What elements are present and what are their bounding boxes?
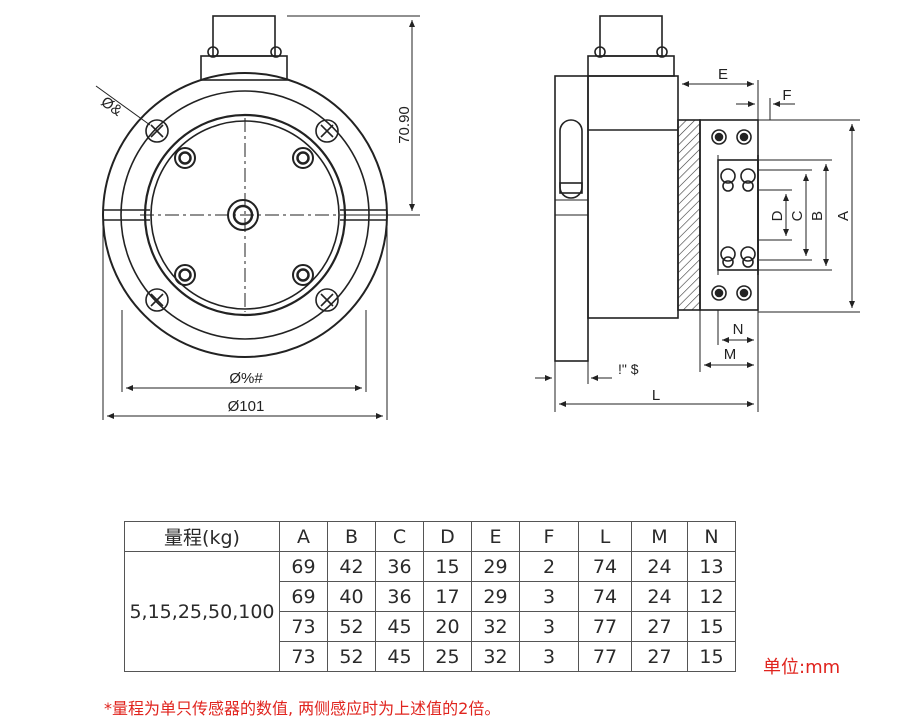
table-cell: 2 (519, 551, 579, 582)
center-hole (227, 199, 259, 231)
bearing-block (699, 119, 759, 311)
front-view (95, 15, 420, 420)
bolt-hole (315, 119, 339, 143)
table-cell: 77 (578, 611, 632, 642)
table-row: 69 40 36 17 29 3 74 24 12 (125, 581, 736, 612)
table-cell: 36 (375, 551, 424, 582)
dim-D-label: D (769, 210, 786, 221)
flange-thickness-label: !" $ (618, 361, 639, 377)
table-cell: 17 (423, 581, 472, 612)
inner-diameter-label: Ø%# (229, 370, 263, 387)
bolt-hole (315, 288, 339, 312)
column-header: F (519, 521, 579, 552)
table-cell: 25 (423, 641, 472, 672)
side-connector-body (599, 15, 663, 57)
table-cell: 15 (423, 551, 472, 582)
column-header: B (327, 521, 376, 552)
block-bolt (711, 285, 727, 301)
dim-L-label: L (652, 387, 660, 404)
threaded-hole (292, 264, 314, 286)
table-cell: 73 (279, 641, 328, 672)
outer-diameter-label: Ø101 (228, 398, 265, 415)
block-bolt (736, 285, 752, 301)
table-cell: 27 (631, 611, 688, 642)
range-header: 量程(kg) (124, 521, 280, 552)
table-cell: 40 (327, 581, 376, 612)
connector-screw-left (207, 46, 219, 58)
table-cell: 69 (279, 581, 328, 612)
table-cell: 36 (375, 581, 424, 612)
column-header: D (423, 521, 472, 552)
threaded-hole (174, 264, 196, 286)
table-row: 73 52 45 25 32 3 77 27 15 (125, 641, 736, 672)
bolt-hole (145, 288, 169, 312)
table-cell: 15 (687, 641, 736, 672)
block-bolt (711, 129, 727, 145)
table-cell: 20 (423, 611, 472, 642)
block-bolt (736, 129, 752, 145)
range-cell: 5,15,25,50,100 (124, 551, 280, 672)
table-cell: 45 (375, 611, 424, 642)
table-cell: 45 (375, 641, 424, 672)
table-cell: 12 (687, 581, 736, 612)
dim-E-label: E (718, 66, 728, 83)
table-cell: 73 (279, 611, 328, 642)
column-header: C (375, 521, 424, 552)
column-header: M (631, 521, 688, 552)
side-connector-base (587, 55, 675, 77)
threaded-hole (174, 147, 196, 169)
table-cell: 74 (578, 581, 632, 612)
connector-base (200, 55, 288, 81)
table-row: 5,15,25,50,100 69 42 36 15 29 2 74 24 13 (124, 551, 736, 672)
table-cell: 32 (471, 641, 520, 672)
bolt-hole-label: Ø& (98, 93, 126, 119)
dim-N-label: N (733, 321, 744, 338)
table-cell: 32 (471, 611, 520, 642)
table-cell: 42 (327, 551, 376, 582)
table-cell: 3 (519, 611, 579, 642)
height-dimension-label: 70.90 (396, 106, 413, 144)
table-cell: 29 (471, 551, 520, 582)
dim-F-label: F (782, 87, 791, 104)
connector-body (212, 15, 276, 57)
column-header: E (471, 521, 520, 552)
side-slot (559, 119, 583, 199)
hatched-plate (677, 119, 701, 311)
technical-drawing: Ø& 70.90 Ø%# Ø101 (95, 15, 860, 420)
table-cell: 24 (631, 551, 688, 582)
side-flange (554, 75, 589, 362)
footnote: *量程为单只传感器的数值, 两侧感应时为上述值的2倍。 (104, 699, 501, 718)
unit-note: 单位:mm (763, 657, 841, 678)
table-cell: 13 (687, 551, 736, 582)
table-cell: 69 (279, 551, 328, 582)
bolt-hole (145, 119, 169, 143)
column-header: A (279, 521, 328, 552)
column-header: N (687, 521, 736, 552)
dim-A-label: A (835, 211, 852, 221)
side-body (587, 75, 679, 319)
table-cell: 27 (631, 641, 688, 672)
table-cell: 3 (519, 641, 579, 672)
dim-C-label: C (789, 210, 806, 221)
table-cell: 29 (471, 581, 520, 612)
table-cell: 15 (687, 611, 736, 642)
table-cell: 3 (519, 581, 579, 612)
dim-B-label: B (809, 211, 826, 221)
table-cell: 52 (327, 641, 376, 672)
table-cell: 52 (327, 611, 376, 642)
table-cell: 74 (578, 551, 632, 582)
side-view (535, 15, 860, 412)
dim-M-label: M (724, 346, 737, 363)
bolt-hole-leader (95, 85, 151, 126)
bearing-housing (717, 159, 759, 271)
threaded-hole (292, 147, 314, 169)
table-row: 73 52 45 20 32 3 77 27 15 (125, 611, 736, 642)
column-header: L (578, 521, 632, 552)
table-header-row: 量程(kg) A B C D E F L M N (124, 521, 736, 552)
spec-table: 量程(kg) A B C D E F L M N 5,15,25,50,100 … (124, 521, 736, 672)
table-cell: 77 (578, 641, 632, 672)
table-cell: 24 (631, 581, 688, 612)
connector-screw-right (270, 46, 282, 58)
